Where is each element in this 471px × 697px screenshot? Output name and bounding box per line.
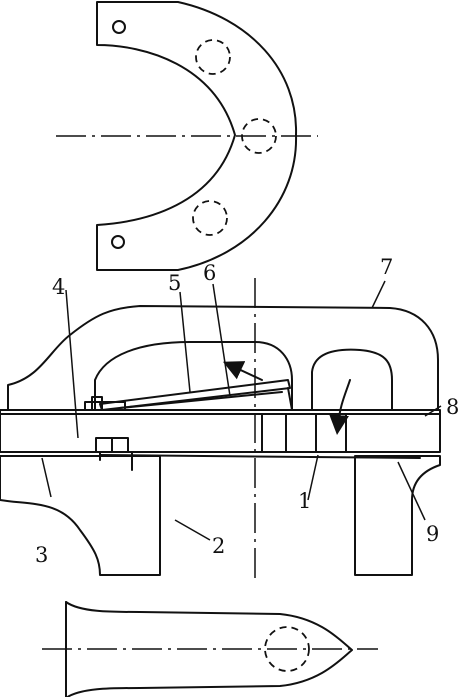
port-circle-hidden (264, 626, 310, 672)
label-5: 5 (168, 271, 181, 295)
discharge-reed (99, 454, 421, 459)
reed-blade-view (42, 601, 378, 697)
horseshoe-plate (56, 1, 318, 271)
valve-limiter (99, 379, 291, 411)
flow-arrow (222, 361, 263, 381)
leader-lines (41, 280, 442, 541)
label-3: 3 (35, 543, 48, 567)
label-9: 9 (426, 522, 439, 546)
label-2: 2 (212, 534, 225, 558)
cylinder-wall-right (354, 455, 441, 576)
label-7: 7 (380, 255, 393, 279)
port-circle-hidden (195, 39, 231, 75)
cylinder-wall-left (0, 455, 161, 576)
flow-arrow (329, 379, 351, 435)
label-6: 6 (203, 261, 216, 285)
discharge-port (315, 413, 347, 453)
nut (95, 437, 113, 453)
port-circle-hidden (192, 200, 228, 236)
nut (111, 437, 129, 453)
cover (7, 305, 439, 411)
suction-cavity (94, 341, 293, 411)
label-1: 1 (298, 489, 311, 513)
valve-plate (0, 413, 441, 453)
gasket (0, 409, 441, 415)
label-4: 4 (52, 275, 65, 299)
suction-port (261, 413, 287, 453)
discharge-cavity (311, 348, 393, 411)
label-8: 8 (446, 395, 459, 419)
reed-valve (119, 391, 283, 409)
mounting-hole (111, 235, 125, 249)
valve-section (0, 278, 441, 582)
mounting-hole (112, 20, 126, 34)
